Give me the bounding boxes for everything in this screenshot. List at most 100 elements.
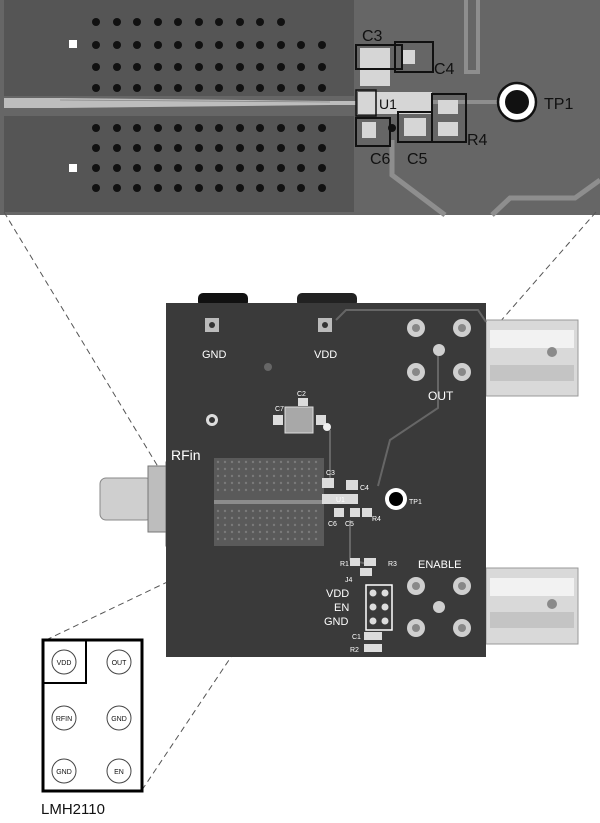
board-via — [265, 537, 269, 541]
board-via — [279, 530, 283, 534]
zoom-rf-trace-edge — [59, 99, 331, 103]
via — [318, 63, 326, 71]
board-via — [223, 523, 227, 527]
board-via — [244, 509, 248, 513]
board-via-1 — [264, 363, 272, 371]
board-via — [286, 530, 290, 534]
via — [256, 84, 264, 92]
via — [297, 124, 305, 132]
board-via — [258, 460, 262, 464]
pin-rfin: RFIN — [51, 705, 77, 731]
zoom-label-c6: C6 — [370, 151, 391, 168]
zoom-trace-out — [389, 140, 447, 217]
board-via — [293, 467, 297, 471]
via — [236, 84, 244, 92]
board-via — [258, 488, 262, 492]
zoom-via-array-upper — [92, 18, 326, 92]
board-via — [265, 516, 269, 520]
board-via — [216, 467, 220, 471]
r4-pad-board — [362, 508, 372, 517]
bnc-pad-hole — [458, 368, 466, 376]
main-board-view: GND VDD OUT RFin ENABLE C2 C7 C3 C4 U1 T… — [99, 293, 579, 657]
board-via — [286, 481, 290, 485]
via — [113, 63, 121, 71]
via — [256, 144, 264, 152]
board-via — [223, 516, 227, 520]
board-via — [216, 460, 220, 464]
via — [215, 63, 223, 71]
bnc-pad-hole — [412, 324, 420, 332]
board-via — [244, 488, 248, 492]
board-via — [216, 537, 220, 541]
via — [133, 63, 141, 71]
via — [256, 184, 264, 192]
via — [256, 63, 264, 71]
board-via — [230, 530, 234, 534]
board-via — [293, 474, 297, 478]
rf-trace — [214, 500, 322, 504]
pin-label-en: EN — [114, 769, 124, 776]
board-via — [251, 481, 255, 485]
board-via — [230, 467, 234, 471]
zoom-c6-outline — [355, 117, 391, 147]
via — [277, 164, 285, 172]
c1-pad — [364, 632, 382, 640]
via — [236, 18, 244, 26]
via — [236, 184, 244, 192]
board-via — [314, 481, 318, 485]
board-via — [258, 481, 262, 485]
via — [277, 124, 285, 132]
via — [195, 41, 203, 49]
zoom-marker-lower — [69, 164, 77, 172]
board-label-c2: C2 — [297, 391, 306, 398]
via — [256, 18, 264, 26]
callout-line-left — [3, 211, 161, 471]
board-via — [223, 530, 227, 534]
zoom-c4-outline — [394, 41, 434, 73]
via — [195, 124, 203, 132]
pin-gnd-left: GND — [51, 758, 77, 784]
via — [113, 41, 121, 49]
board-via — [216, 474, 220, 478]
header-pin — [381, 617, 389, 625]
board-via — [258, 474, 262, 478]
pin-label-gnd-left: GND — [56, 769, 72, 776]
board-via — [223, 481, 227, 485]
board-via — [237, 481, 241, 485]
board-via — [216, 509, 220, 513]
board-label-gnd: GND — [202, 349, 227, 361]
via — [297, 144, 305, 152]
board-via — [279, 523, 283, 527]
board-via — [251, 516, 255, 520]
via — [297, 184, 305, 192]
board-via — [286, 474, 290, 478]
zoom-c3-pad — [360, 48, 390, 86]
via — [92, 144, 100, 152]
via — [277, 63, 285, 71]
via — [195, 18, 203, 26]
board-via — [286, 460, 290, 464]
pin-label-rfin: RFIN — [56, 716, 72, 723]
via — [236, 164, 244, 172]
zoom-tp1-dot — [505, 90, 529, 114]
board-via — [314, 537, 318, 541]
via — [215, 164, 223, 172]
pin-label-gnd-right: GND — [111, 716, 127, 723]
board-label-c7: C7 — [275, 406, 284, 413]
board-via — [237, 530, 241, 534]
board-via — [265, 474, 269, 478]
via — [297, 63, 305, 71]
board-via — [251, 537, 255, 541]
board-via — [237, 488, 241, 492]
board-via — [216, 516, 220, 520]
via — [236, 41, 244, 49]
bnc-connector-top — [485, 319, 579, 397]
board-via — [237, 474, 241, 478]
via — [92, 84, 100, 92]
board-via — [244, 481, 248, 485]
board-via — [272, 488, 276, 492]
board-via — [237, 537, 241, 541]
via — [195, 84, 203, 92]
board-via — [244, 523, 248, 527]
j4-header — [365, 584, 393, 631]
